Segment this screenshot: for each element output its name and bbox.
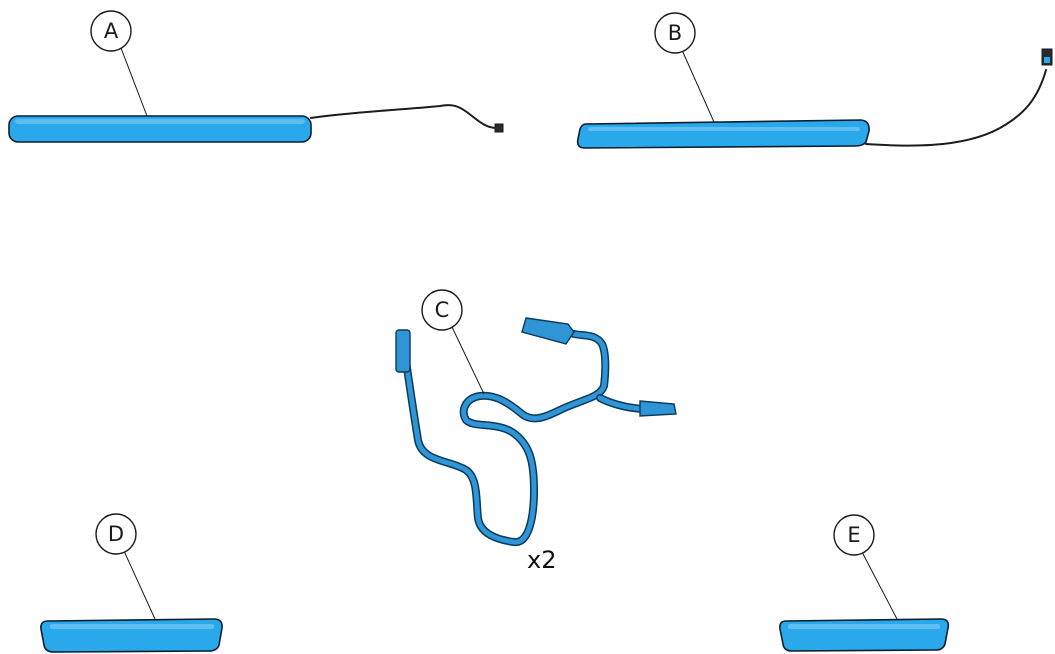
part-a-connector [494,123,504,133]
part-a-wire [310,104,498,129]
part-a-lamp-body [8,115,312,143]
part-c-harness-main [399,331,608,545]
part-c-connector-top [521,317,575,345]
part-e-short-lamp [779,618,950,652]
part-c-wiring-harness [395,317,677,546]
callout-d-label: D [108,522,124,546]
part-b-lamp-body [576,119,870,149]
callout-b-label: B [668,21,682,45]
part-b-wire [865,69,1047,147]
callout-e: E [833,514,898,620]
quantity-label: x2 [527,546,556,574]
part-d-lamp-body [40,618,223,653]
callout-a: A [90,10,148,117]
part-b-lamp-strip [576,48,1053,149]
callout-b: B [654,12,715,123]
callout-a-label: A [104,19,119,43]
part-e-lamp-body [779,618,950,652]
part-c-connector-left [395,329,411,373]
callout-c: C [421,289,485,395]
callout-d: D [95,513,156,620]
part-d-short-lamp [40,618,223,653]
callout-e-label: E [847,523,860,547]
part-a-lamp-strip [8,104,504,143]
part-c-harness-branch [597,395,647,412]
part-c-connector-right [639,400,677,417]
callout-c-label: C [435,298,450,322]
